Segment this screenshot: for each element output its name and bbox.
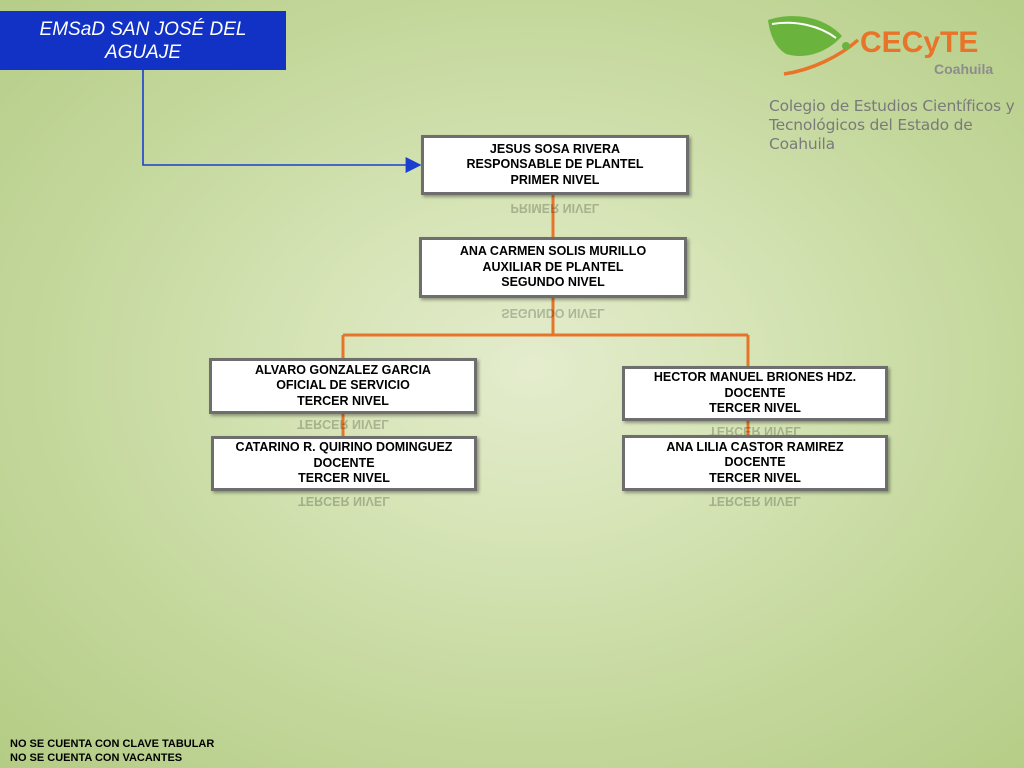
logo-dot-icon (842, 42, 850, 50)
logo-leaf-icon (768, 16, 842, 56)
org-node-auxiliar: ANA CARMEN SOLIS MURILLO AUXILIAR DE PLA… (419, 237, 687, 298)
title-arrow (142, 70, 422, 173)
cecyte-logo: CECyTE Coahuila (768, 16, 993, 77)
logo-brand: CECyTE (860, 26, 978, 59)
logo-subtitle: Colegio de Estudios Científicos y Tecnol… (769, 97, 1024, 154)
node-level-reflection: TERCER NIVEL (298, 494, 390, 508)
node-level-reflection: TERCER NIVEL (709, 494, 801, 508)
footnote-vacantes: NO SE CUENTA CON VACANTES (10, 752, 183, 764)
node-role: RESPONSABLE DE PLANTEL (466, 157, 644, 172)
logo-swoosh-icon (783, 38, 860, 76)
org-node-docente-2: HECTOR MANUEL BRIONES HDZ. DOCENTE TERCE… (622, 366, 888, 421)
logo-region: Coahuila (934, 61, 993, 77)
node-level: SEGUNDO NIVEL (501, 275, 605, 290)
node-level-reflection: TERCER NIVEL (297, 417, 389, 431)
logo-subtitle-line-1: Colegio de Estudios Científicos y (769, 97, 1015, 115)
org-node-responsable: JESUS SOSA RIVERA RESPONSABLE DE PLANTEL… (421, 135, 689, 195)
logo-subtitle-line-2: Tecnológicos del Estado de Coahuila (769, 116, 973, 153)
node-role: DOCENTE (724, 385, 786, 400)
node-role: DOCENTE (724, 455, 786, 470)
node-name: HECTOR MANUEL BRIONES HDZ. (653, 370, 857, 385)
footnote-clave: NO SE CUENTA CON CLAVE TABULAR (10, 738, 215, 750)
node-level-reflection: SEGUNDO NIVEL (501, 306, 605, 320)
node-name: CATARINO R. QUIRINO DOMINGUEZ (235, 440, 453, 455)
org-node-docente-1: CATARINO R. QUIRINO DOMINGUEZ DOCENTE TE… (211, 436, 477, 491)
org-node-oficial: ALVARO GONZALEZ GARCIA OFICIAL DE SERVIC… (209, 358, 477, 414)
node-level: TERCER NIVEL (709, 401, 801, 416)
node-name: ANA CARMEN SOLIS MURILLO (459, 244, 647, 259)
node-name: ALVARO GONZALEZ GARCIA (255, 362, 431, 377)
node-level: TERCER NIVEL (709, 470, 801, 485)
node-name: ANA LILIA CASTOR RAMIREZ (666, 439, 844, 454)
node-name: JESUS SOSA RIVERA (489, 141, 621, 156)
node-role: AUXILIAR DE PLANTEL (482, 259, 624, 274)
node-role: DOCENTE (313, 455, 375, 470)
node-level: TERCER NIVEL (297, 393, 389, 408)
node-role: OFICIAL DE SERVICIO (276, 378, 410, 393)
node-level: TERCER NIVEL (298, 471, 390, 486)
node-level: PRIMER NIVEL (510, 172, 600, 187)
school-title: EMSaD SAN JOSÉ DEL AGUAJE (0, 11, 286, 70)
node-level-reflection: PRIMER NIVEL (510, 201, 600, 215)
org-node-docente-3: ANA LILIA CASTOR RAMIREZ DOCENTE TERCER … (622, 435, 888, 491)
